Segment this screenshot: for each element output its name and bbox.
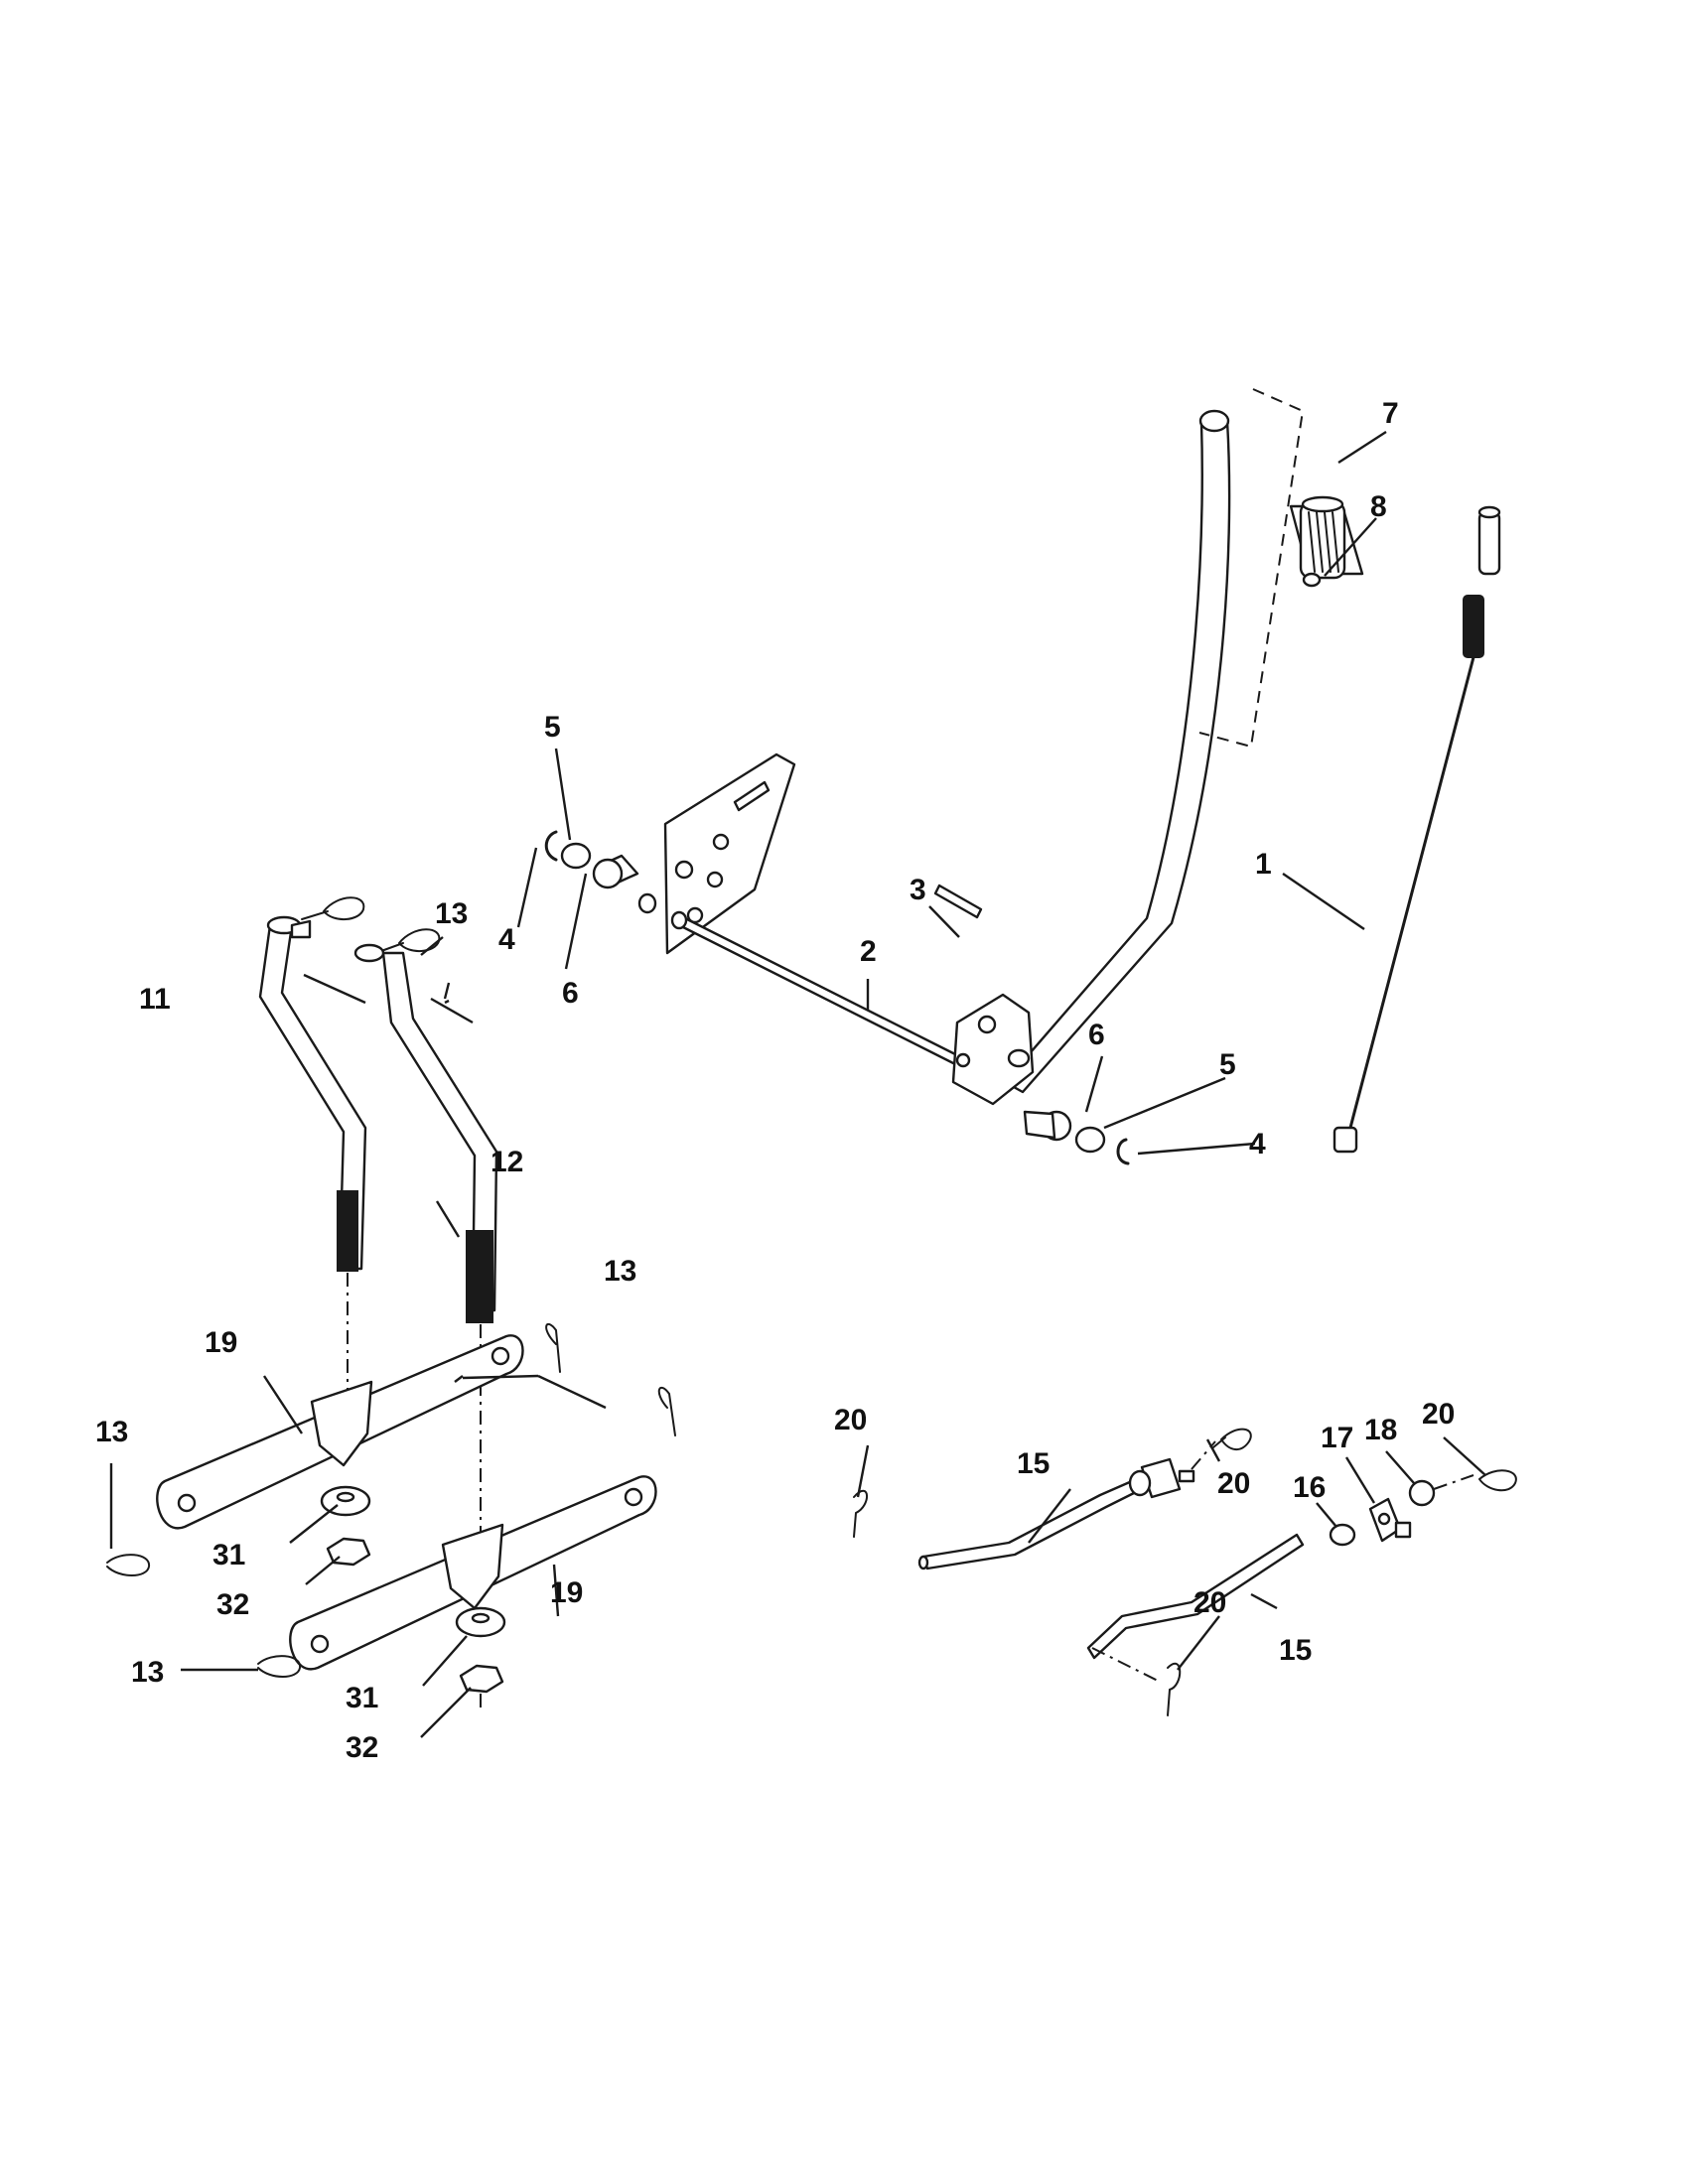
lift-link-right (353, 943, 498, 1549)
hairpin-clip-20-upper (1191, 1428, 1252, 1470)
spacer-lower (455, 1606, 506, 1638)
callout-7: 7 (1382, 397, 1399, 430)
ferrule-nut (1408, 1474, 1474, 1507)
callout-17: 17 (1321, 1422, 1353, 1454)
retaining-ring-left (544, 830, 558, 862)
hairpin-clip-20-bottom (1091, 1647, 1182, 1716)
callout-13-mid: 13 (604, 1255, 636, 1288)
bushing-right (1023, 1110, 1072, 1142)
callout-4-right: 4 (1249, 1128, 1266, 1160)
adjustment-rod-upper (917, 1479, 1140, 1570)
trunnion-block (1368, 1497, 1412, 1543)
adjuster-block-upper (1128, 1457, 1195, 1499)
callout-6-right: 6 (1088, 1019, 1105, 1051)
callout-4-left: 4 (498, 923, 515, 956)
callout-13-bottom: 13 (131, 1656, 164, 1689)
lift-link-left (258, 915, 367, 1420)
callout-18: 18 (1364, 1414, 1397, 1446)
roll-pin (933, 884, 983, 919)
callout-5-right: 5 (1219, 1048, 1236, 1081)
callout-20-bottom: 20 (1193, 1586, 1226, 1619)
callout-15-upper: 15 (1017, 1447, 1050, 1480)
bushing-left (592, 854, 639, 889)
lift-cable (1333, 505, 1501, 1154)
hairpin-clip-20-right (1478, 1469, 1517, 1492)
hairpin-clip-upper-1 (301, 896, 365, 920)
callout-8: 8 (1370, 490, 1387, 523)
lift-arm-upper (156, 1334, 524, 1530)
callout-16: 16 (1293, 1471, 1326, 1504)
callout-13-top: 13 (435, 897, 468, 930)
washer-adjuster (1329, 1523, 1356, 1547)
callout-19-upper: 19 (205, 1326, 237, 1359)
callout-20-right: 20 (1422, 1398, 1455, 1431)
callout-15-lower: 15 (1279, 1634, 1312, 1667)
callout-32-lower: 32 (346, 1731, 378, 1764)
callout-1: 1 (1255, 848, 1272, 881)
hairpin-clip-left (106, 1554, 150, 1576)
lift-lever-handle (1003, 388, 1305, 1094)
hairpin-clip-bottom (257, 1655, 301, 1678)
callout-12: 12 (491, 1146, 523, 1178)
leader-lines (109, 430, 1486, 1738)
hand-grip (1289, 495, 1364, 580)
callout-32-upper: 32 (216, 1588, 249, 1621)
callout-20-upper: 20 (1217, 1467, 1250, 1500)
callout-5-left: 5 (544, 711, 561, 744)
callout-2: 2 (860, 935, 877, 968)
handle-phantom-outline (1198, 388, 1305, 749)
nut-lower (459, 1664, 504, 1694)
callout-3: 3 (910, 874, 926, 906)
lift-arm-lower (289, 1475, 657, 1671)
hairpin-clip-mid-1 (545, 1323, 561, 1373)
cross-shaft (637, 892, 965, 1070)
washer-left (560, 842, 592, 870)
grip-insert (1302, 572, 1322, 588)
callout-19-lower: 19 (550, 1576, 583, 1609)
callout-6-left: 6 (562, 977, 579, 1010)
callout-11: 11 (139, 983, 171, 1016)
mounting-plate (663, 752, 796, 955)
callout-20-left: 20 (834, 1404, 867, 1436)
washer-right (1074, 1126, 1106, 1154)
callout-13-left: 13 (95, 1416, 128, 1448)
retaining-ring-right (1116, 1138, 1130, 1165)
hairpin-clip-20-left (853, 1489, 869, 1538)
adjustment-rod-lower (1086, 1533, 1305, 1660)
shaft-bracket (951, 993, 1035, 1106)
callout-31-upper: 31 (212, 1539, 245, 1571)
hairpin-clip-mid-2 (657, 1387, 676, 1436)
callout-31-lower: 31 (346, 1682, 378, 1714)
callout-labels: 1 2 3 4 4 5 5 6 6 7 8 11 12 13 13 13 13 … (95, 397, 1455, 1764)
